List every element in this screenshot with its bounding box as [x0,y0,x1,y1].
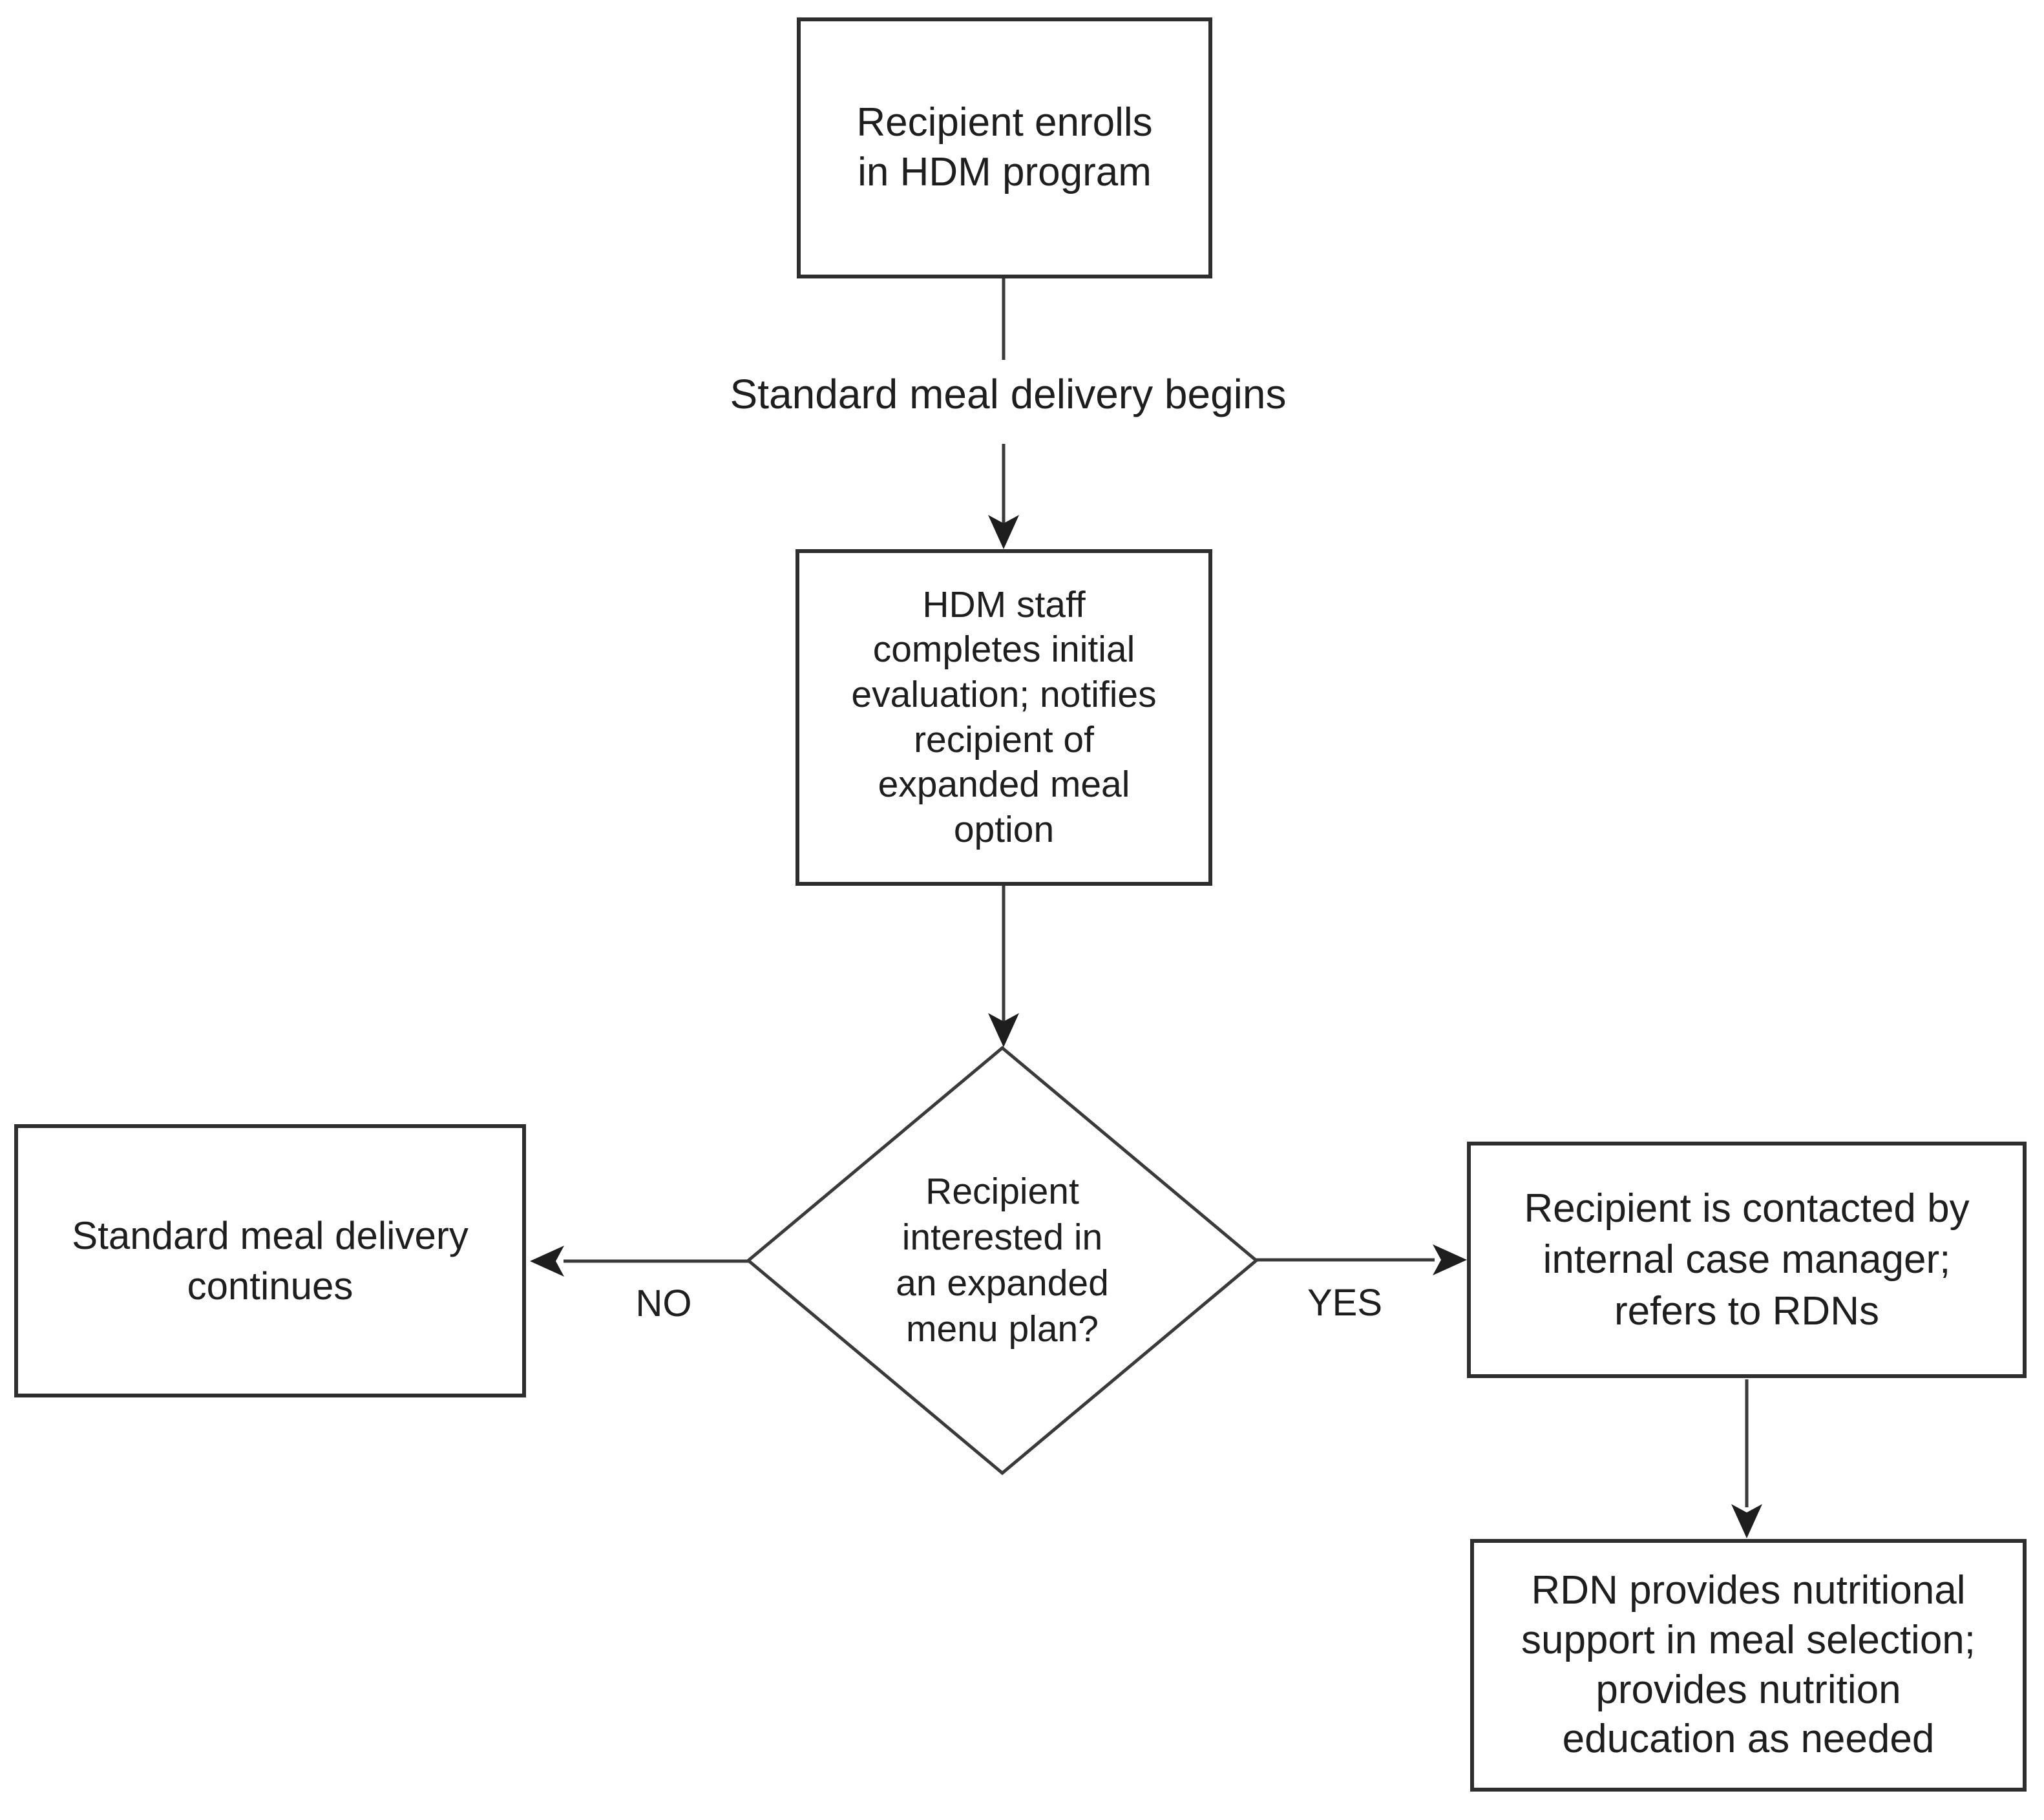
node-evaluation: HDM staff completes initial evaluation; … [795,549,1212,886]
node-rdn-support-text: RDN provides nutritional support in meal… [1521,1567,1976,1762]
edge-label-no: NO [635,1282,692,1325]
node-rdn-support: RDN provides nutritional support in meal… [1470,1539,2027,1792]
edge-evaluation-to-decision-arrowhead [988,1013,1019,1047]
node-standard-continues: Standard meal delivery continues [14,1124,526,1397]
node-evaluation-text: HDM staff completes initial evaluation; … [851,583,1157,850]
node-decision-text: Recipient interested in an expanded menu… [896,1170,1109,1350]
node-enroll: Recipient enrolls in HDM program [797,17,1212,278]
edge-label-yes: YES [1307,1282,1383,1324]
node-enroll-text: Recipient enrolls in HDM program [856,100,1153,194]
node-standard-continues-text: Standard meal delivery continues [72,1213,469,1308]
edge-casemanager-to-rdn-arrowhead [1731,1504,1762,1538]
decision-diamond-shape [746,1045,1259,1476]
node-case-manager: Recipient is contacted by internal case … [1467,1142,2027,1378]
edge-label-delivery-begins: Standard meal delivery begins [730,370,1287,417]
edge-no-arrowhead [530,1246,564,1277]
edge-yes-arrowhead [1433,1244,1467,1275]
edge-enroll-to-evaluation-arrowhead [988,515,1019,549]
node-case-manager-text: Recipient is contacted by internal case … [1524,1186,1970,1334]
